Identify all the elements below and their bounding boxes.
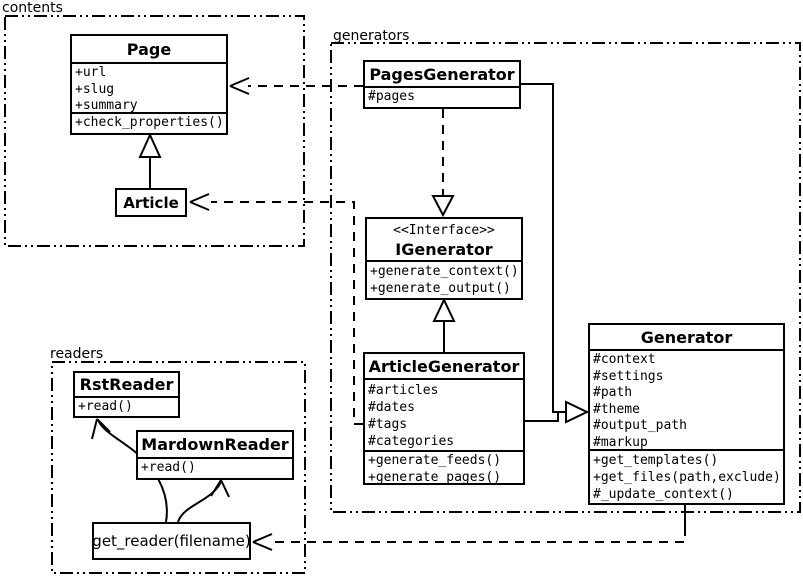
dependency-arrow-pagesgenerator-to-page <box>229 77 363 95</box>
method: +check_properties() <box>75 115 224 130</box>
package-label-readers: readers <box>50 346 104 362</box>
dependency-arrow-articlegenerator-to-article <box>189 193 363 425</box>
attr: #categories <box>368 434 455 449</box>
class-header-igenerator: <<Interface>> IGenerator <box>367 219 521 260</box>
class-box-pagesgenerator: PagesGenerator #pages <box>363 60 521 109</box>
package-border-contents <box>4 15 305 247</box>
class-methods-rstreader: +read() <box>75 396 178 416</box>
class-box-page: Page +url +slug +summary +check_properti… <box>70 34 228 135</box>
method: #_update_context() <box>593 487 734 502</box>
package-label-contents: contents <box>2 0 63 16</box>
attr: #context <box>593 352 656 367</box>
attr: #output_path <box>593 418 687 433</box>
class-attrs-articlegenerator: #articles #dates #tags #categories <box>365 378 523 450</box>
attr: +url <box>75 65 107 80</box>
class-name-pagesgenerator: PagesGenerator <box>369 64 515 84</box>
dependency-arrow-generator-to-getreader <box>252 505 686 551</box>
association-arrow-getreader-to-mardownreader <box>177 479 230 523</box>
method: +generate_pages() <box>368 469 502 484</box>
inheritance-arrow-article-to-page <box>138 132 162 188</box>
package-border-generators <box>330 42 801 513</box>
attr: #path <box>593 385 633 400</box>
attr: #theme <box>593 401 640 417</box>
method: +read() <box>78 399 133 414</box>
class-name-rstreader: RstReader <box>79 375 174 394</box>
inheritance-arrow-articlegenerator-to-igenerator <box>432 297 456 352</box>
attr: +summary <box>75 98 138 112</box>
realization-arrow-pagesgenerator-to-igenerator <box>431 109 455 218</box>
class-attrs-generator: #context #settings #path #theme #output_… <box>590 349 783 449</box>
class-name-generator: Generator <box>640 327 733 347</box>
class-methods-articlegenerator: +generate_feeds() +generate_pages() <box>365 450 523 483</box>
association-arrow-getreader-to-rstreader <box>91 418 168 523</box>
class-methods-mardownreader: +read() <box>138 457 292 478</box>
attr: #articles <box>368 383 439 398</box>
method: +generate_output() <box>370 280 511 296</box>
class-name-article: Article <box>123 193 179 212</box>
class-name-articlegenerator: ArticleGenerator <box>368 356 520 376</box>
attr: #tags <box>368 417 408 432</box>
attr: #pages <box>368 89 415 104</box>
method: +generate_feeds() <box>368 453 502 468</box>
package-border-readers <box>51 361 306 574</box>
class-name-mardownreader: MardownReader <box>141 435 289 454</box>
method: +generate_context() <box>370 264 519 279</box>
class-name-igenerator: IGenerator <box>395 240 493 259</box>
class-attrs-page: +url +slug +summary <box>72 62 226 112</box>
method: +get_templates() <box>593 453 719 468</box>
class-box-articlegenerator: ArticleGenerator #articles #dates #tags … <box>363 352 525 485</box>
attr: #markup <box>593 434 648 450</box>
class-methods-page: +check_properties() <box>72 112 226 133</box>
class-methods-generator: +get_templates() +get_files(path,exclude… <box>590 449 783 503</box>
method: +read() <box>141 460 196 475</box>
class-box-article: Article <box>115 188 187 217</box>
package-label-generators: generators <box>333 28 410 44</box>
class-methods-igenerator: +generate_context() +generate_output() <box>367 260 521 298</box>
class-box-mardownreader: MardownReader +read() <box>136 430 294 480</box>
attr: #settings <box>593 368 664 384</box>
class-stereotype-igenerator: <<Interface>> <box>393 223 495 238</box>
class-attrs-pagesgenerator: #pages <box>365 86 519 107</box>
class-box-generator: Generator #context #settings #path #them… <box>588 323 785 505</box>
class-name-page: Page <box>126 39 172 59</box>
attr: +slug <box>75 81 115 97</box>
class-box-rstreader: RstReader +read() <box>73 371 180 418</box>
inheritance-arrow-generators-to-generator <box>521 83 590 424</box>
attr: #dates <box>368 400 415 415</box>
class-box-igenerator: <<Interface>> IGenerator +generate_conte… <box>365 217 523 300</box>
function-box-get-reader: get_reader(filename) <box>92 522 251 560</box>
method: +get_files(path,exclude) <box>593 470 781 485</box>
